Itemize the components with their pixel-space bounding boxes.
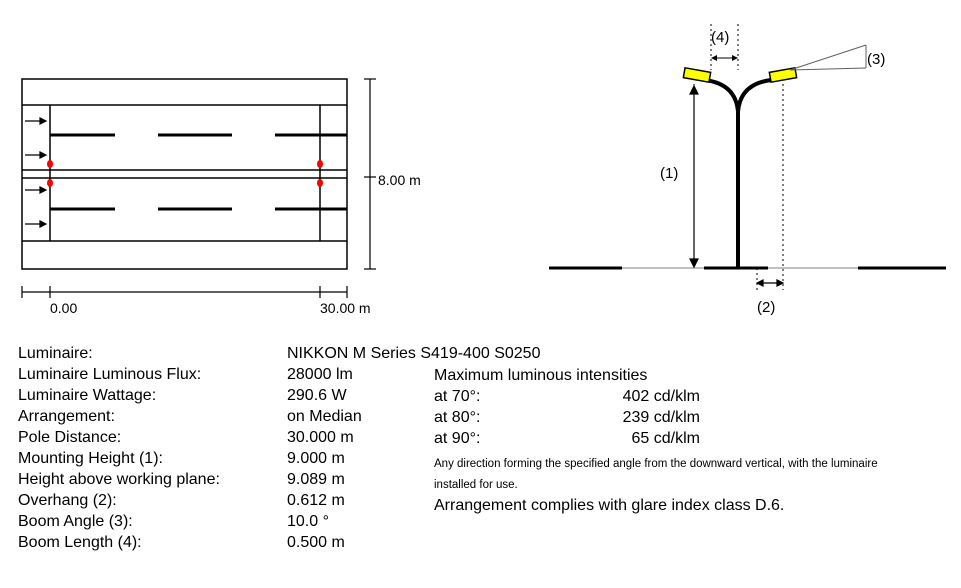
luminaire-heads bbox=[682, 66, 798, 84]
luminaire-marker bbox=[317, 160, 323, 168]
luminaire-head-right bbox=[768, 66, 798, 84]
intensity-angle: at 70°: bbox=[434, 388, 481, 405]
spec-value: on Median bbox=[287, 408, 362, 425]
boom-length-dimension bbox=[710, 24, 739, 70]
spec-value: 30.000 m bbox=[287, 429, 354, 446]
spec-label: Arrangement: bbox=[18, 408, 115, 425]
width-label: 8.00 m bbox=[378, 172, 421, 188]
spec-label: Pole Distance: bbox=[18, 429, 122, 446]
intensity-angle: at 80°: bbox=[434, 409, 481, 426]
luminaire-markers bbox=[47, 160, 323, 187]
width-dimension bbox=[364, 78, 376, 270]
spec-value: 28000 lm bbox=[287, 366, 353, 383]
luminaire-head-left bbox=[682, 66, 712, 84]
spec-label: Luminaire Luminous Flux: bbox=[18, 366, 202, 383]
spec-value: 9.089 m bbox=[287, 471, 345, 488]
spec-label: Mounting Height (1): bbox=[18, 450, 163, 467]
lane-markings bbox=[50, 133, 347, 211]
spec-value: 0.500 m bbox=[287, 534, 345, 551]
spec-value: 10.0 ° bbox=[287, 513, 329, 530]
boom-length-arrowheads bbox=[711, 55, 738, 61]
label-boom-angle: (3) bbox=[867, 51, 885, 68]
spec-value: 9.000 m bbox=[287, 450, 345, 467]
spec-label: Luminaire: bbox=[18, 345, 93, 362]
intensity-value: 402 cd/klm bbox=[622, 388, 700, 405]
traffic-arrows bbox=[25, 117, 48, 228]
intensity-value: 239 cd/klm bbox=[622, 409, 700, 426]
pole bbox=[704, 78, 772, 268]
intensities-title: Maximum luminous intensities bbox=[434, 367, 648, 384]
mounting-height-arrow bbox=[689, 84, 699, 269]
label-overhang: (2) bbox=[757, 299, 775, 316]
luminaire-marker bbox=[47, 160, 53, 168]
spec-values: NIKKON M Series S419-400 S0250 28000 lm … bbox=[287, 343, 540, 553]
spec-label: Luminaire Wattage: bbox=[18, 387, 157, 404]
spec-label: Boom Length (4): bbox=[18, 534, 142, 551]
label-mounting-height: (1) bbox=[660, 165, 678, 182]
end-label: 30.00 m bbox=[320, 300, 371, 316]
spec-value: 290.6 W bbox=[287, 387, 347, 404]
spec-value: NIKKON M Series S419-400 S0250 bbox=[287, 345, 541, 362]
spec-labels: Luminaire: Luminaire Luminous Flux: Lumi… bbox=[18, 343, 220, 553]
overhang-arrow bbox=[755, 279, 785, 287]
luminaire-marker bbox=[317, 179, 323, 187]
label-boom-length: (4) bbox=[711, 29, 729, 46]
spec-label: Boom Angle (3): bbox=[18, 513, 133, 530]
spec-value: 0.612 m bbox=[287, 492, 345, 509]
intensity-note-line1: Any direction forming the specified angl… bbox=[434, 458, 878, 470]
boom-angle-lines bbox=[789, 44, 867, 71]
glare-compliance: Arrangement complies with glare index cl… bbox=[434, 497, 785, 514]
spec-label: Height above working plane: bbox=[18, 471, 220, 488]
plan-outline bbox=[21, 78, 348, 270]
intensity-note-line2: installed for use. bbox=[434, 479, 518, 491]
intensity-angle: at 90°: bbox=[434, 430, 481, 447]
luminaire-marker bbox=[47, 179, 53, 187]
length-dimension bbox=[21, 286, 348, 298]
start-label: 0.00 bbox=[50, 300, 77, 316]
spec-label: Overhang (2): bbox=[18, 492, 117, 509]
intensity-value: 65 cd/klm bbox=[631, 430, 700, 447]
